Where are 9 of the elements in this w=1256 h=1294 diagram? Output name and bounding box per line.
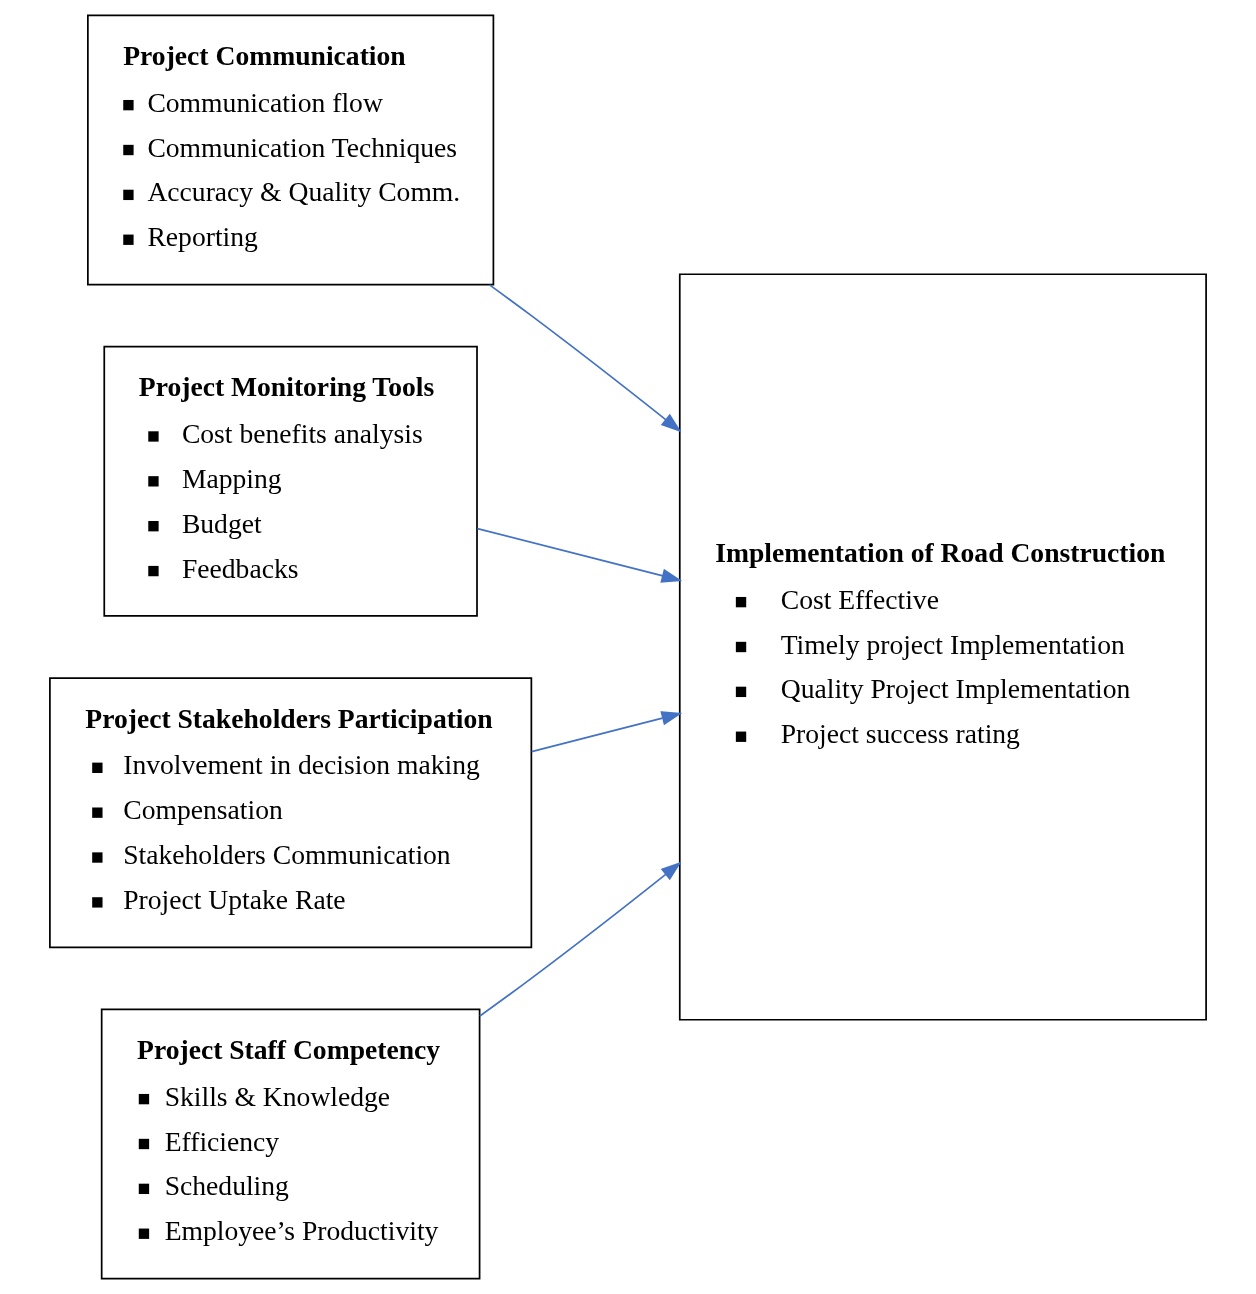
node-box: Project Staff Competency Skills & Knowledge Efficiency Scheduling Employee’s Productivity — [100, 1008, 481, 1280]
node-box: Project Communication Communication flow Communication Techniques Accuracy & Quality Comm. Reporting — [87, 14, 495, 286]
node-box: Implementation of Road Construction Cost Effective Timely project Implementation Quality Project Implementation Project success rating — [678, 273, 1207, 1021]
node-box: Project Monitoring Tools Cost benefits analysis Mapping Budget Feedbacks — [103, 345, 478, 617]
arrow — [530, 711, 683, 753]
node-box: Project Stakeholders Participation Involvement in decision making Compensation Stakeholders Communication Project Uptake Rate — [49, 677, 533, 949]
arrow — [476, 527, 683, 583]
arrow — [488, 284, 682, 433]
arrow — [479, 861, 682, 1017]
